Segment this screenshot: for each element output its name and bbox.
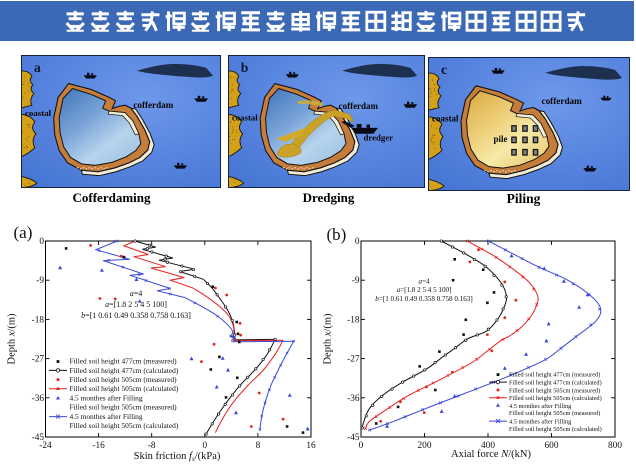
svg-text:cofferdam: cofferdam <box>339 101 379 111</box>
svg-text:b=[1 0.61 0.49 0.358 0.758 0.1: b=[1 0.61 0.49 0.358 0.758 0.163] <box>375 295 472 303</box>
svg-text:cofferdam: cofferdam <box>542 96 583 106</box>
svg-text:-36: -36 <box>347 394 360 404</box>
svg-text:a=[1.8 2 5 4 5 100]: a=[1.8 2 5 4 5 100] <box>105 300 167 309</box>
svg-text:dredger: dredger <box>364 133 394 143</box>
svg-text:Filled soil height 477cm (meas: Filled soil height 477cm (measured) <box>509 372 600 379</box>
svg-text:600: 600 <box>545 441 559 451</box>
svg-text:4.5 monthes after Filling: 4.5 monthes after Filling <box>70 412 143 421</box>
svg-text:Depth x/(m): Depth x/(m) <box>323 313 334 365</box>
svg-text:0: 0 <box>202 441 207 451</box>
svg-text:Filled soil height 505cm (meas: Filled soil height 505cm (measured) <box>509 387 600 394</box>
svg-text:4.5 monthes after Filling: 4.5 monthes after Filling <box>70 394 143 403</box>
svg-text:b: b <box>241 60 249 75</box>
svg-text:-9: -9 <box>352 276 360 286</box>
svg-text:200: 200 <box>418 441 432 451</box>
svg-text:4.5 monthes after Filling: 4.5 monthes after Filling <box>509 419 572 426</box>
svg-text:-18: -18 <box>32 315 45 325</box>
svg-text:a: a <box>34 60 41 75</box>
svg-text:coastal: coastal <box>25 108 52 118</box>
svg-text:Filled soil height 505cm (meas: Filled soil height 505cm (measured) <box>70 375 178 384</box>
svg-text:Filled soil height 505cm (meas: Filled soil height 505cm (measured) <box>509 410 600 417</box>
svg-text:-24: -24 <box>39 441 52 451</box>
svg-text:Depth x/(m): Depth x/(m) <box>7 313 18 365</box>
svg-text:-9: -9 <box>36 276 44 286</box>
svg-text:0: 0 <box>359 441 364 451</box>
svg-text:Axial force N/(kN): Axial force N/(kN) <box>451 449 531 460</box>
svg-text:400: 400 <box>481 441 495 451</box>
svg-text:-45: -45 <box>347 433 360 443</box>
svg-text:coastal: coastal <box>232 112 258 122</box>
svg-text:0: 0 <box>39 237 44 247</box>
svg-text:coastal: coastal <box>432 113 459 123</box>
svg-text:-8: -8 <box>148 441 156 451</box>
svg-text:(b): (b) <box>327 225 347 244</box>
svg-text:Filled soil height 505cm (meas: Filled soil height 505cm (measured) <box>70 403 178 412</box>
svg-text:Skin friction fs/(kPa): Skin friction fs/(kPa) <box>134 451 221 463</box>
svg-text:Filled soil height 505cm (calc: Filled soil height 505cm (calculated) <box>70 384 179 393</box>
svg-text:(a): (a) <box>14 223 33 242</box>
svg-text:Filled soil height 477cm (calc: Filled soil height 477cm (calculated) <box>509 380 602 387</box>
svg-text:Filled soil height 505cm (calc: Filled soil height 505cm (calculated) <box>70 421 179 430</box>
svg-text:4.5 monthes after Filling: 4.5 monthes after Filling <box>509 403 572 410</box>
svg-text:-16: -16 <box>92 441 105 451</box>
svg-text:cofferdam: cofferdam <box>133 100 173 110</box>
svg-text:-18: -18 <box>347 315 360 325</box>
svg-text:-27: -27 <box>32 355 45 365</box>
svg-text:-27: -27 <box>347 355 360 365</box>
svg-text:0: 0 <box>355 237 360 247</box>
svg-text:a=4: a=4 <box>130 289 143 298</box>
svg-text:b=[1 0.61 0.49 0.358 0.758 0.1: b=[1 0.61 0.49 0.358 0.758 0.163] <box>81 311 191 320</box>
svg-text:c: c <box>441 62 447 77</box>
svg-text:a=4: a=4 <box>418 278 430 286</box>
svg-text:pile: pile <box>494 133 508 143</box>
svg-text:Filled soil height 477cm (meas: Filled soil height 477cm (measured) <box>70 357 178 366</box>
svg-text:a=[1.8 2 5 4 5 100]: a=[1.8 2 5 4 5 100] <box>397 286 452 294</box>
svg-text:-45: -45 <box>32 433 45 443</box>
svg-text:-36: -36 <box>32 394 45 404</box>
svg-text:Filled soil height 505cm (calc: Filled soil height 505cm (calculated) <box>509 395 602 402</box>
svg-text:8: 8 <box>256 441 261 451</box>
svg-text:800: 800 <box>608 441 622 451</box>
svg-text:Filled soil height 477cm (calc: Filled soil height 477cm (calculated) <box>70 366 179 375</box>
svg-text:Filled soil height 505cm (calc: Filled soil height 505cm (calculated) <box>509 426 602 433</box>
svg-text:16: 16 <box>306 441 316 451</box>
